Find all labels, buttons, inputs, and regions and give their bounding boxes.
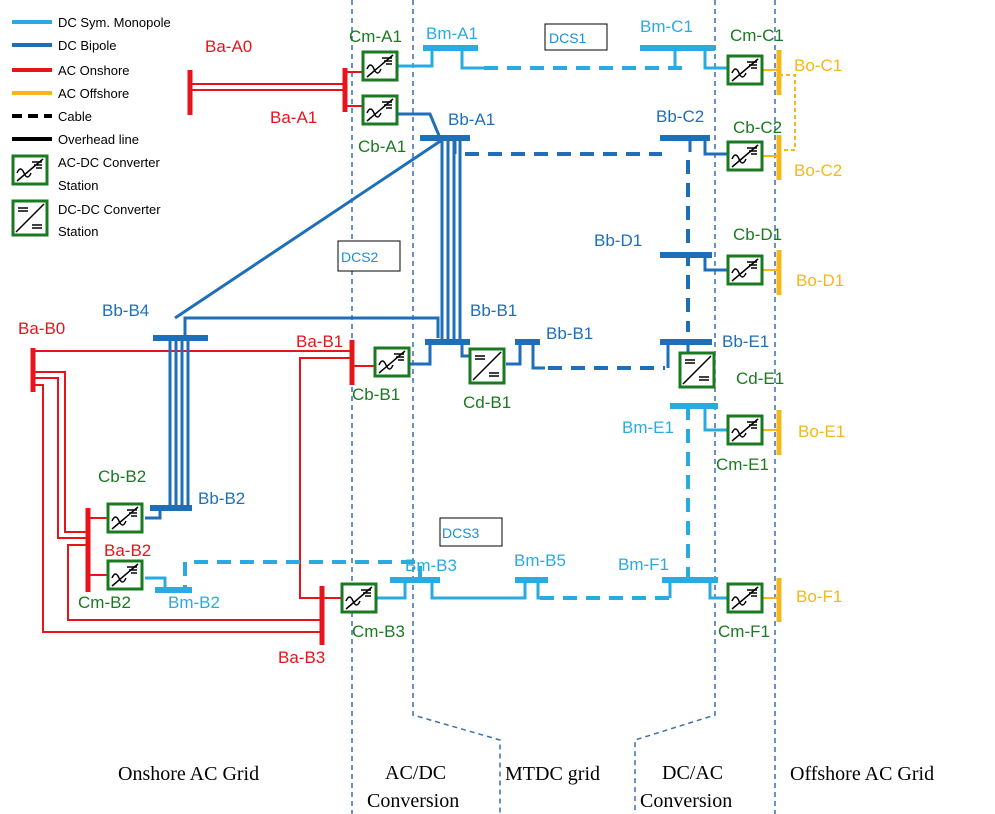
converter-cm-b2-icon <box>106 559 144 591</box>
label-cm-f1: Cm-F1 <box>718 622 770 641</box>
legend-cable: Cable <box>58 109 92 124</box>
region-boundaries <box>351 0 776 814</box>
legend-overhead-line: Overhead line <box>58 132 139 147</box>
dcs-boxes: DCS1 DCS2 DCS3 <box>337 23 608 547</box>
legend-dcdc-converter: DC-DC Converter <box>58 202 161 217</box>
dcs1-label: DCS1 <box>549 30 587 46</box>
dc-monopole-network <box>145 45 728 600</box>
bus-ba-b2: Ba-B2 <box>104 541 151 560</box>
bus-bm-b5: Bm-B5 <box>514 551 566 570</box>
bus-bm-b2: Bm-B2 <box>168 593 220 612</box>
ac-onshore-network <box>30 68 375 645</box>
dcs3-label: DCS3 <box>442 525 480 541</box>
bus-bm-a1: Bm-A1 <box>426 24 478 43</box>
bus-bb-b2: Bb-B2 <box>198 489 245 508</box>
legend: DC Sym. Monopole DC Bipole AC Onshore AC… <box>11 15 171 239</box>
bus-bb-b1-right: Bb-B1 <box>546 324 593 343</box>
acdc-converter-icon <box>11 154 49 186</box>
legend-dc-bipole: DC Bipole <box>58 38 117 53</box>
label-cm-e1: Cm-E1 <box>716 455 769 474</box>
converter-cb-d1-icon <box>726 254 764 286</box>
bus-bb-b4: Bb-B4 <box>102 301 149 320</box>
region-onshore: Onshore AC Grid <box>118 763 259 785</box>
label-cm-a1: Cm-A1 <box>349 27 402 46</box>
boundary-acdc-mtdc <box>412 0 501 814</box>
bus-ba-b1: Ba-B1 <box>296 332 343 351</box>
bus-bb-d1: Bb-D1 <box>594 231 642 250</box>
legend-ac-offshore: AC Offshore <box>58 86 129 101</box>
legend-acdc-converter: AC-DC Converter <box>58 155 161 170</box>
label-cb-a1: Cb-A1 <box>358 137 406 156</box>
label-cd-e1: Cd-E1 <box>736 369 784 388</box>
converter-labels: Cm-A1 Cb-A1 Cm-C1 Cb-C2 Cb-D1 Cb-B1 Cd-B… <box>78 26 784 641</box>
converter-cm-c1-icon <box>726 54 764 86</box>
converter-cb-b2-icon <box>106 502 144 534</box>
label-cb-c2: Cb-C2 <box>733 118 782 137</box>
label-cm-c1: Cm-C1 <box>730 26 784 45</box>
label-cb-b2: Cb-B2 <box>98 467 146 486</box>
region-labels: Onshore AC Grid AC/DC Conversion MTDC gr… <box>118 762 934 812</box>
label-cb-b1: Cb-B1 <box>352 385 400 404</box>
region-dcac-line1: DC/AC <box>662 762 723 784</box>
converter-cb-b1-icon <box>373 346 411 378</box>
ac-offshore-network <box>760 50 796 622</box>
bus-bm-b3: Bm-B3 <box>405 556 457 575</box>
region-acdc-line1: AC/DC <box>385 762 446 784</box>
converter-cm-e1-icon <box>726 414 764 446</box>
bus-ba-b0: Ba-B0 <box>18 319 65 338</box>
converter-cm-a1-icon <box>361 50 399 82</box>
converter-cb-c2-icon <box>726 140 764 172</box>
bus-bb-b1: Bb-B1 <box>470 301 517 320</box>
boundary-mtdc-dcac <box>634 0 716 814</box>
bus-ba-a0: Ba-A0 <box>205 37 252 56</box>
bus-ba-a1: Ba-A1 <box>270 108 317 127</box>
bus-bm-c1: Bm-C1 <box>640 17 693 36</box>
legend-dcdc-station: Station <box>58 224 98 239</box>
legend-acdc-station: Station <box>58 178 98 193</box>
label-cm-b3: Cm-B3 <box>352 622 405 641</box>
converter-cd-e1-icon <box>678 351 716 389</box>
bus-bm-f1: Bm-F1 <box>618 555 669 574</box>
dc-bipole-network <box>145 112 728 520</box>
label-cb-d1: Cb-D1 <box>733 225 782 244</box>
bus-bm-e1: Bm-E1 <box>622 418 674 437</box>
converter-cb-a1-icon <box>361 94 399 126</box>
dcdc-converter-icon <box>11 199 49 237</box>
bus-bo-c1: Bo-C1 <box>794 56 842 75</box>
bus-bo-f1: Bo-F1 <box>796 587 842 606</box>
bus-bo-c2: Bo-C2 <box>794 161 842 180</box>
bus-bb-c2: Bb-C2 <box>656 107 704 126</box>
bus-bb-a1: Bb-A1 <box>448 110 495 129</box>
region-mtdc: MTDC grid <box>505 763 600 785</box>
bus-ba-b3: Ba-B3 <box>278 648 325 667</box>
region-acdc-line2: Conversion <box>367 790 459 812</box>
bus-bo-e1: Bo-E1 <box>798 422 845 441</box>
legend-ac-onshore: AC Onshore <box>58 63 130 78</box>
legend-dc-monopole: DC Sym. Monopole <box>58 15 171 30</box>
dcs2-label: DCS2 <box>341 249 379 265</box>
bus-bb-e1: Bb-E1 <box>722 332 769 351</box>
label-cd-b1: Cd-B1 <box>463 393 511 412</box>
region-dcac-line2: Conversion <box>640 790 732 812</box>
converter-cm-f1-icon <box>726 582 764 614</box>
bus-bo-d1: Bo-D1 <box>796 271 844 290</box>
converter-cd-b1-icon <box>468 347 506 385</box>
region-offshore: Offshore AC Grid <box>790 763 934 785</box>
converter-cm-b3-icon <box>340 582 378 614</box>
bus-labels: Ba-A0 Ba-A1 Ba-B0 Ba-B1 Ba-B2 Ba-B3 Bm-A… <box>18 17 845 667</box>
label-cm-b2: Cm-B2 <box>78 593 131 612</box>
